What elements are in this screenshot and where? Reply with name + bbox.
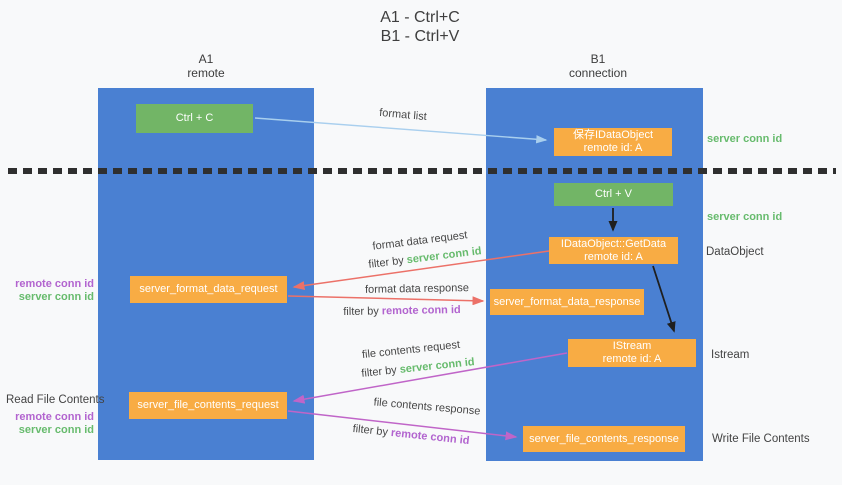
- file-contents-request-filter-label: filter by server conn id: [361, 356, 475, 380]
- format-list-label: format list: [378, 106, 428, 124]
- filter-by-text: filter by: [352, 422, 389, 439]
- remote-conn-id-keyword: remote conn id: [390, 426, 470, 448]
- title-line-b1: B1 - Ctrl+V: [380, 28, 460, 45]
- node-istream-line2: remote id: A: [602, 353, 662, 365]
- node-server-file-contents-response: server_file_contents_response: [523, 426, 685, 452]
- file-contents-response-filter-label: filter by remote conn id: [352, 423, 470, 447]
- filter-by-text: filter by: [367, 254, 405, 271]
- node-ctrl-v-label: Ctrl + V: [595, 188, 632, 200]
- lifeline-header-a1: A1 remote: [98, 52, 314, 80]
- file-contents-response-label: file contents response: [373, 396, 481, 418]
- remote-conn-id-annotation-left: remote conn id: [15, 278, 94, 290]
- node-getdata-line2: remote id: A: [584, 250, 643, 263]
- filter-by-text: filter by: [343, 305, 379, 319]
- title-line-a1: A1 - Ctrl+C: [380, 9, 460, 26]
- node-ctrl-c-label: Ctrl + C: [175, 112, 214, 124]
- node-save-idataobject: 保存IDataObject remote id: A: [554, 128, 672, 156]
- boundary-dashed-line: [8, 168, 836, 174]
- node-istream-line1: IStream: [612, 340, 652, 352]
- diagram-title: A1 - Ctrl+C B1 - Ctrl+V: [330, 8, 510, 46]
- node-format-request-label: server_format_data_request: [139, 283, 278, 295]
- remote-conn-id-keyword: remote conn id: [381, 303, 461, 318]
- node-ctrl-v: Ctrl + V: [554, 183, 673, 206]
- server-conn-id-annotation-left: server conn id: [18, 291, 94, 303]
- node-file-request-label: server_file_contents_request: [137, 399, 279, 411]
- node-idataobject-getdata: IDataObject::GetData remote id: A: [549, 237, 678, 264]
- server-conn-id-keyword: server conn id: [406, 245, 483, 267]
- lifeline-header-b1: B1 connection: [488, 52, 708, 80]
- lifeline-a1-name: A1: [198, 52, 214, 66]
- node-istream: IStream remote id: A: [568, 339, 696, 367]
- filter-by-text: filter by: [360, 364, 398, 380]
- dataobject-annotation: DataObject: [706, 246, 764, 258]
- read-file-contents-annotation: Read File Contents: [6, 394, 105, 406]
- format-data-response-arrow: [287, 295, 485, 306]
- server-conn-id-keyword: server conn id: [399, 356, 476, 376]
- write-file-contents-annotation: Write File Contents: [712, 433, 810, 445]
- server-conn-id-annotation-top: server conn id: [707, 133, 783, 145]
- node-server-file-contents-request: server_file_contents_request: [129, 392, 287, 419]
- node-server-format-data-response: server_format_data_response: [490, 289, 644, 315]
- format-data-response-filter-label: filter by remote conn id: [343, 304, 461, 318]
- server-conn-id-annotation-bottom: server conn id: [18, 424, 94, 436]
- file-contents-request-label: file contents request: [361, 338, 461, 362]
- lifeline-b1-role: connection: [568, 66, 628, 80]
- istream-annotation: Istream: [711, 349, 750, 361]
- format-data-response-label: format data response: [364, 282, 470, 296]
- node-file-response-label: server_file_contents_response: [529, 432, 679, 445]
- node-save-idataobject-line1: 保存IDataObject: [572, 129, 654, 141]
- node-ctrl-c: Ctrl + C: [136, 104, 253, 133]
- server-conn-id-annotation-mid: server conn id: [707, 211, 783, 223]
- lifeline-b1-name: B1: [590, 52, 606, 66]
- node-format-response-label: server_format_data_response: [493, 295, 641, 308]
- node-save-idataobject-line2: remote id: A: [583, 142, 643, 154]
- lifeline-a1-role: remote: [187, 66, 225, 80]
- node-server-format-data-request: server_format_data_request: [130, 276, 287, 303]
- remote-conn-id-annotation-bottom: remote conn id: [15, 411, 94, 423]
- node-getdata-line1: IDataObject::GetData: [560, 237, 667, 250]
